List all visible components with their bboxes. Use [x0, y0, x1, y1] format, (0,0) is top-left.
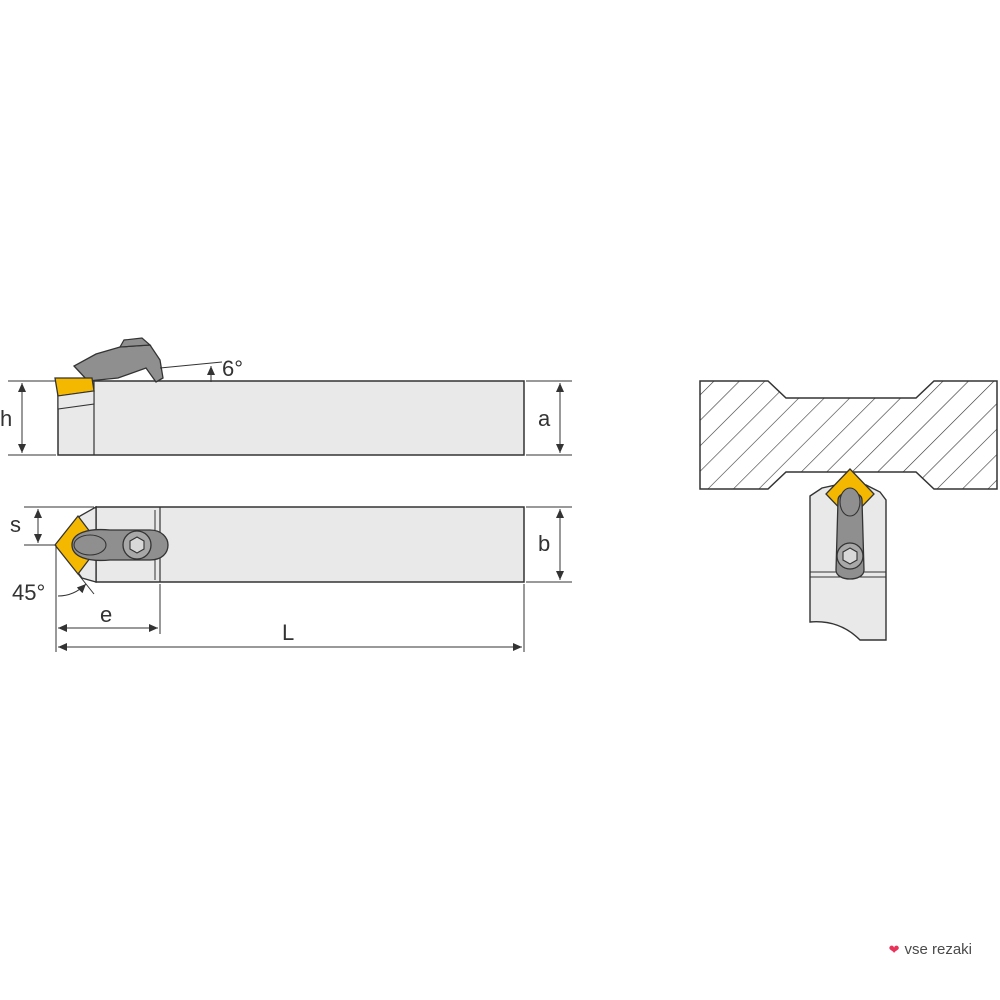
- side-clamp: [72, 344, 164, 383]
- brand-logo[interactable]: ❤ vse rezaki: [889, 941, 972, 958]
- a-label: a: [538, 406, 551, 431]
- b-label: b: [538, 531, 550, 556]
- side-shank: [57, 380, 525, 456]
- brand-text: vse rezaki: [904, 941, 972, 958]
- top-view: s 45° b e L: [10, 505, 572, 652]
- angle-label-top: 6°: [222, 356, 243, 381]
- L-label: L: [282, 620, 294, 645]
- hex-socket-icon: [842, 547, 858, 565]
- e-label: e: [100, 602, 112, 627]
- workpiece: [699, 380, 998, 490]
- heart-logo-icon: ❤: [888, 942, 900, 957]
- app-clamp-lobe: [839, 487, 861, 517]
- side-shim: [57, 390, 95, 410]
- side-clamp-screw: [118, 337, 152, 348]
- s-label: s: [10, 512, 21, 537]
- hex-socket-icon: [129, 536, 145, 554]
- application-view: [699, 380, 998, 641]
- angle-label-bottom: 45°: [12, 580, 45, 605]
- h-label: h: [0, 406, 12, 431]
- side-view: 6° h a: [0, 337, 572, 456]
- angle-arc: [57, 583, 87, 597]
- top-clamp-lobe: [73, 534, 107, 556]
- angle-ref-line: [159, 361, 223, 369]
